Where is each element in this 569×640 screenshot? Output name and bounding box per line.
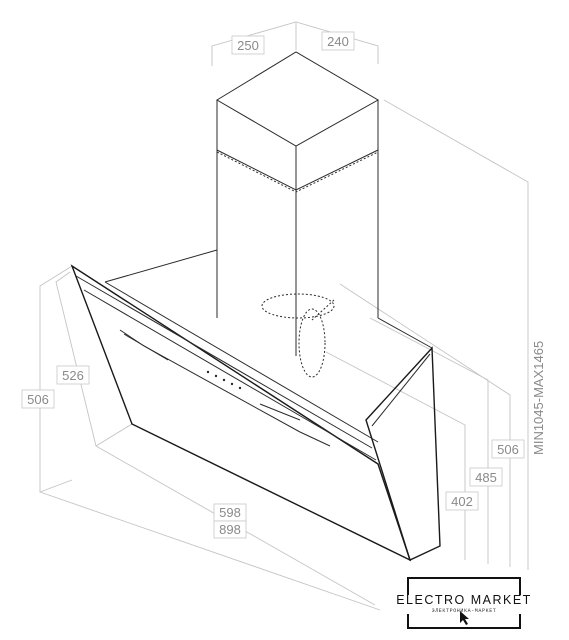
dimension-lines: [39, 21, 529, 611]
duct-outlet-back: [298, 308, 326, 378]
svg-text:526: 526: [62, 368, 84, 383]
dimension-label-250: 250: [231, 35, 265, 55]
dimension-label-898: 898: [213, 520, 247, 539]
dimension-label-506-right: 506: [491, 439, 525, 459]
side-panel: [365, 346, 441, 561]
electro-market-logo: ELECTRO MARKET ЭЛЕКТРОНИКА-МАРКЕТ: [396, 577, 532, 629]
dimension-label-485: 485: [469, 467, 503, 487]
svg-text:506: 506: [497, 442, 519, 457]
svg-text:485: 485: [475, 470, 497, 485]
dimension-label-240: 240: [321, 31, 355, 51]
svg-text:598: 598: [219, 505, 241, 520]
svg-text:898: 898: [219, 522, 241, 537]
svg-text:MIN1045-MAX1465: MIN1045-MAX1465: [531, 341, 546, 455]
cursor-icon: [460, 611, 469, 625]
dimension-label-402: 402: [445, 491, 479, 511]
dimension-label-598: 598: [213, 503, 247, 522]
svg-text:250: 250: [237, 38, 259, 53]
duct-outlet-top: [261, 293, 335, 319]
dimension-label-total-height: MIN1045-MAX1465: [531, 341, 546, 455]
svg-text:402: 402: [451, 494, 473, 509]
svg-text:506: 506: [27, 392, 49, 407]
dimension-label-526: 526: [56, 365, 90, 385]
svg-text:240: 240: [327, 34, 349, 49]
svg-text:ELECTRO MARKET: ELECTRO MARKET: [396, 593, 532, 607]
hood-outline: [70, 51, 441, 562]
chimney-top: [216, 51, 380, 147]
dimension-label-506-left: 506: [21, 389, 55, 409]
svg-text:ЭЛЕКТРОНИКА-МАРКЕТ: ЭЛЕКТРОНИКА-МАРКЕТ: [432, 608, 497, 614]
control-buttons: [206, 370, 242, 390]
